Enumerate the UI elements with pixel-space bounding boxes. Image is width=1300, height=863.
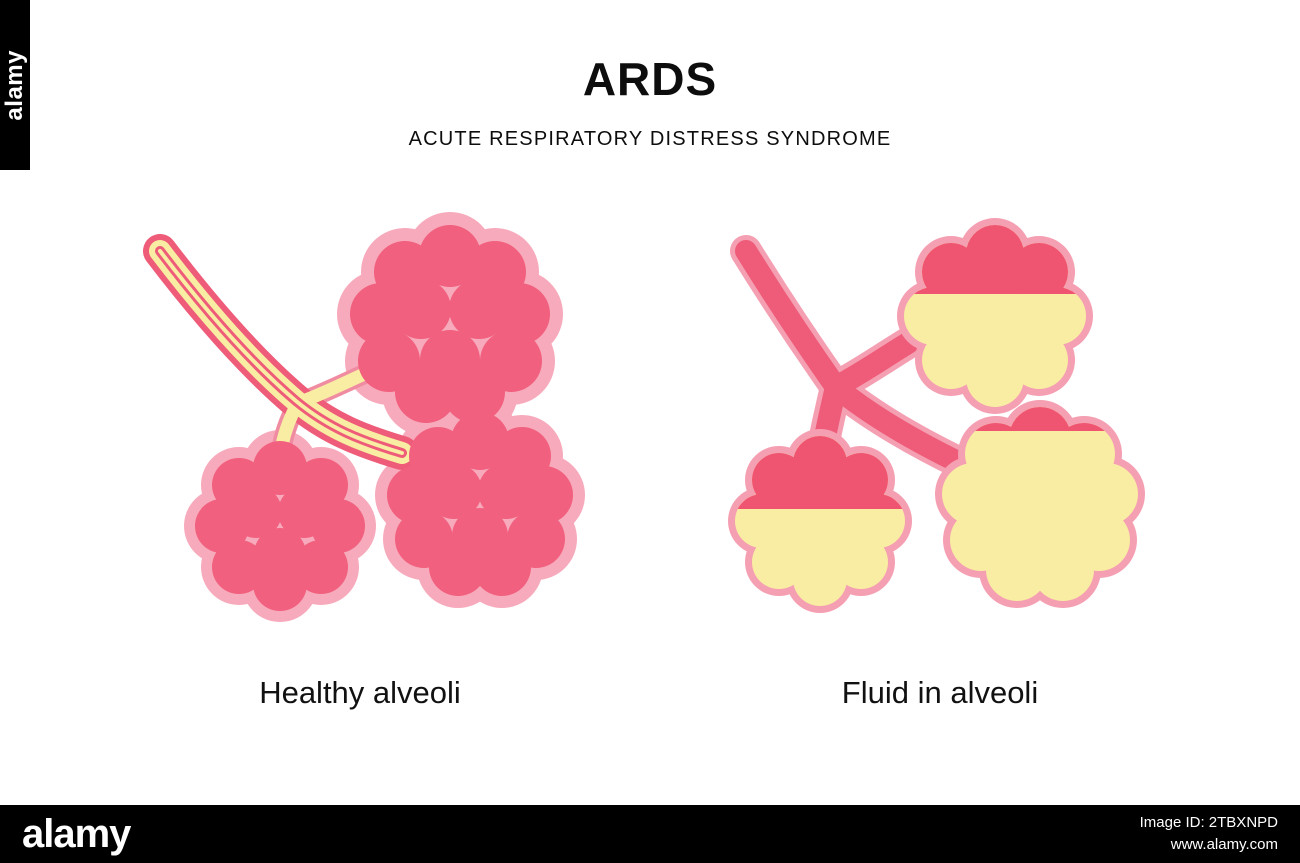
image-id: Image ID: 2TBXNPD [1139, 814, 1278, 832]
alamy-url: www.alamy.com [1170, 836, 1278, 853]
fluid-alveoli-label: Fluid in alveoli [841, 675, 1039, 710]
alamy-vertical-logo: alamy [1, 49, 28, 121]
healthy-alveoli-label: Healthy alveoli [259, 675, 461, 710]
header: ARDS ACUTE RESPIRATORY DISTRESS SYNDROME [0, 0, 1300, 151]
watermark-bar: alamy Image ID: 2TBXNPD www.alamy.com [0, 805, 1300, 863]
alamy-vertical-strip: alamy [0, 0, 30, 170]
page-title: ARDS [582, 53, 718, 105]
alveoli-cluster-lower-right [387, 412, 573, 596]
alveoli-cluster-upper [350, 225, 550, 423]
fluid-alveoli-panel: Fluid in alveoli [710, 191, 1170, 711]
fluid-alveolus-upper [897, 218, 1093, 414]
healthy-alveoli-illustration [143, 212, 585, 622]
diagram-row: Healthy alveoli [0, 191, 1300, 711]
watermark-info: Image ID: 2TBXNPD www.alamy.com [1140, 812, 1278, 856]
page-subtitle: ACUTE RESPIRATORY DISTRESS SYNDROME [408, 128, 892, 150]
airway-tube [730, 235, 976, 479]
fluid-alveoli-illustration [728, 218, 1145, 613]
alamy-logo: alamy [22, 812, 131, 856]
alveoli-cluster-lower-left [195, 441, 365, 611]
healthy-alveoli-panel: Healthy alveoli [130, 191, 590, 711]
